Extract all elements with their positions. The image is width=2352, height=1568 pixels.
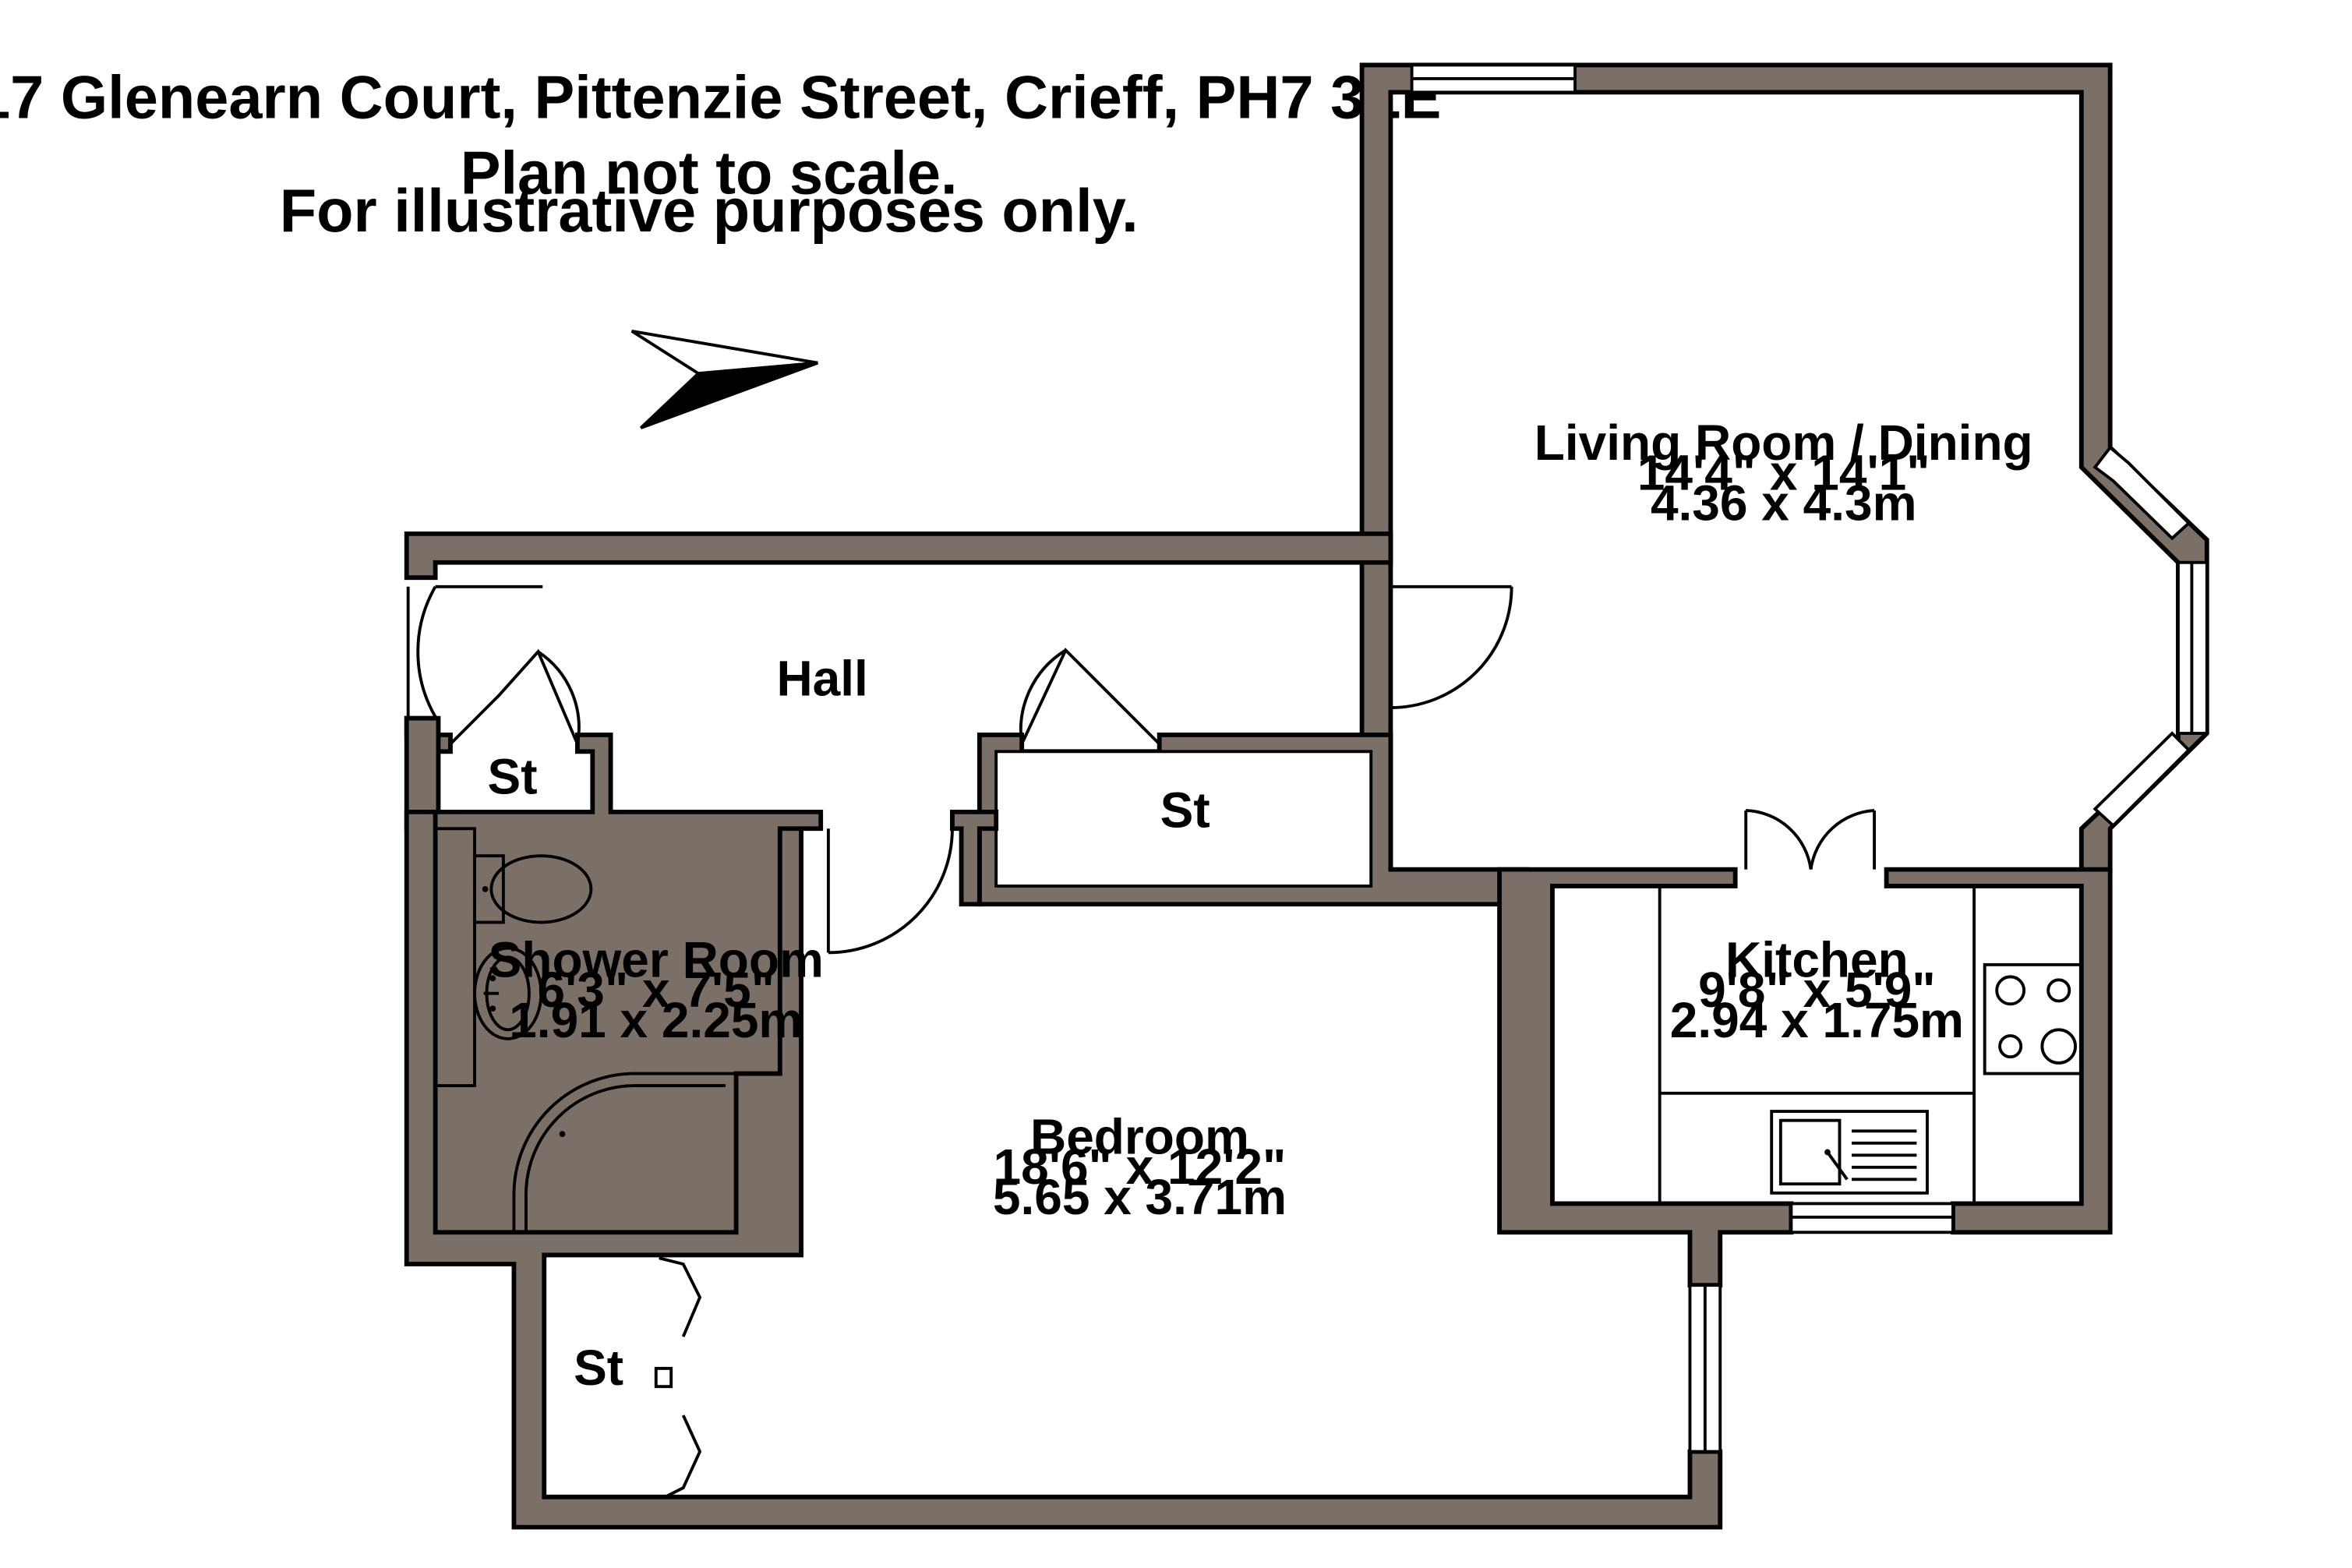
bedroom-imperial: 18'6" x 12'2": [994, 1139, 1287, 1195]
kitchen-fixtures: [1658, 885, 2083, 1204]
disclaimer-line-1: Plan not to scale.: [461, 139, 958, 207]
shower-room-imperial: 6'3" x 7'5": [537, 962, 775, 1018]
left-store-door: [449, 648, 579, 745]
room-labels: Living Room / Dining 14'4" x 14'1" 4.36 …: [488, 415, 2033, 1396]
toilet-bowl: [489, 854, 593, 924]
kitchen-sink: [1770, 1110, 1929, 1195]
hob-ring-3: [1998, 1034, 2023, 1059]
kitchen-name: Kitchen: [1725, 931, 1909, 987]
hob-ring-2: [2047, 978, 2071, 1003]
living-room-imperial: 14'4" x 14'1": [1637, 445, 1930, 501]
hall-store-interior: [994, 750, 1373, 888]
toilet-cistern: [473, 854, 505, 924]
kitchen-metric: 2.94 x 1.75m: [1670, 992, 1964, 1048]
bedroom-metric: 5.65 x 3.71m: [993, 1169, 1287, 1225]
shower-room-fixtures: [433, 827, 738, 1234]
shower-tray: [512, 1072, 738, 1234]
bay-window-upper: [2092, 445, 2191, 541]
bedroom-store-name: St: [574, 1340, 623, 1396]
hall-store-door: [1020, 647, 1161, 745]
windows: [1410, 63, 2209, 1453]
wardrobe-door-lower: [664, 1414, 702, 1499]
hall-top-wall: [404, 531, 1393, 581]
hob-ring-4: [2040, 1028, 2077, 1065]
north-arrow-icon: [630, 329, 818, 429]
bay-window-lower: [2092, 731, 2191, 828]
kitchen-right-wall: [1884, 867, 2113, 1235]
shower-room-name: Shower Room: [489, 931, 824, 987]
wash-basin: [473, 946, 543, 1040]
living-room-name: Living Room / Dining: [1534, 415, 2033, 471]
wardrobe-door-upper: [659, 1256, 702, 1337]
left-store-name: St: [488, 749, 538, 805]
address-title: 17 Glenearn Court, Pittenzie Street, Cri…: [0, 64, 1441, 131]
walls: [404, 62, 2209, 1530]
hob-ring-1: [1995, 975, 2026, 1006]
hall-store-name: St: [1160, 782, 1210, 838]
bedroom-name: Bedroom: [1030, 1108, 1249, 1164]
disclaimer-line-2: For illustrative purposes only.: [280, 178, 1139, 245]
wardrobe-handle: [654, 1366, 673, 1389]
doors: [406, 584, 1877, 1499]
kitchen-imperial: 9'8" x 5'9": [1698, 962, 1936, 1018]
hall-name: Hall: [776, 650, 867, 706]
hall-lower-wall: [950, 809, 999, 907]
living-room-metric: 4.36 x 4.3m: [1651, 475, 1917, 531]
shower-room-metric: 1.91 x 2.25m: [509, 992, 803, 1048]
vanity-unit: [433, 827, 476, 1088]
hob: [1983, 962, 2083, 1075]
